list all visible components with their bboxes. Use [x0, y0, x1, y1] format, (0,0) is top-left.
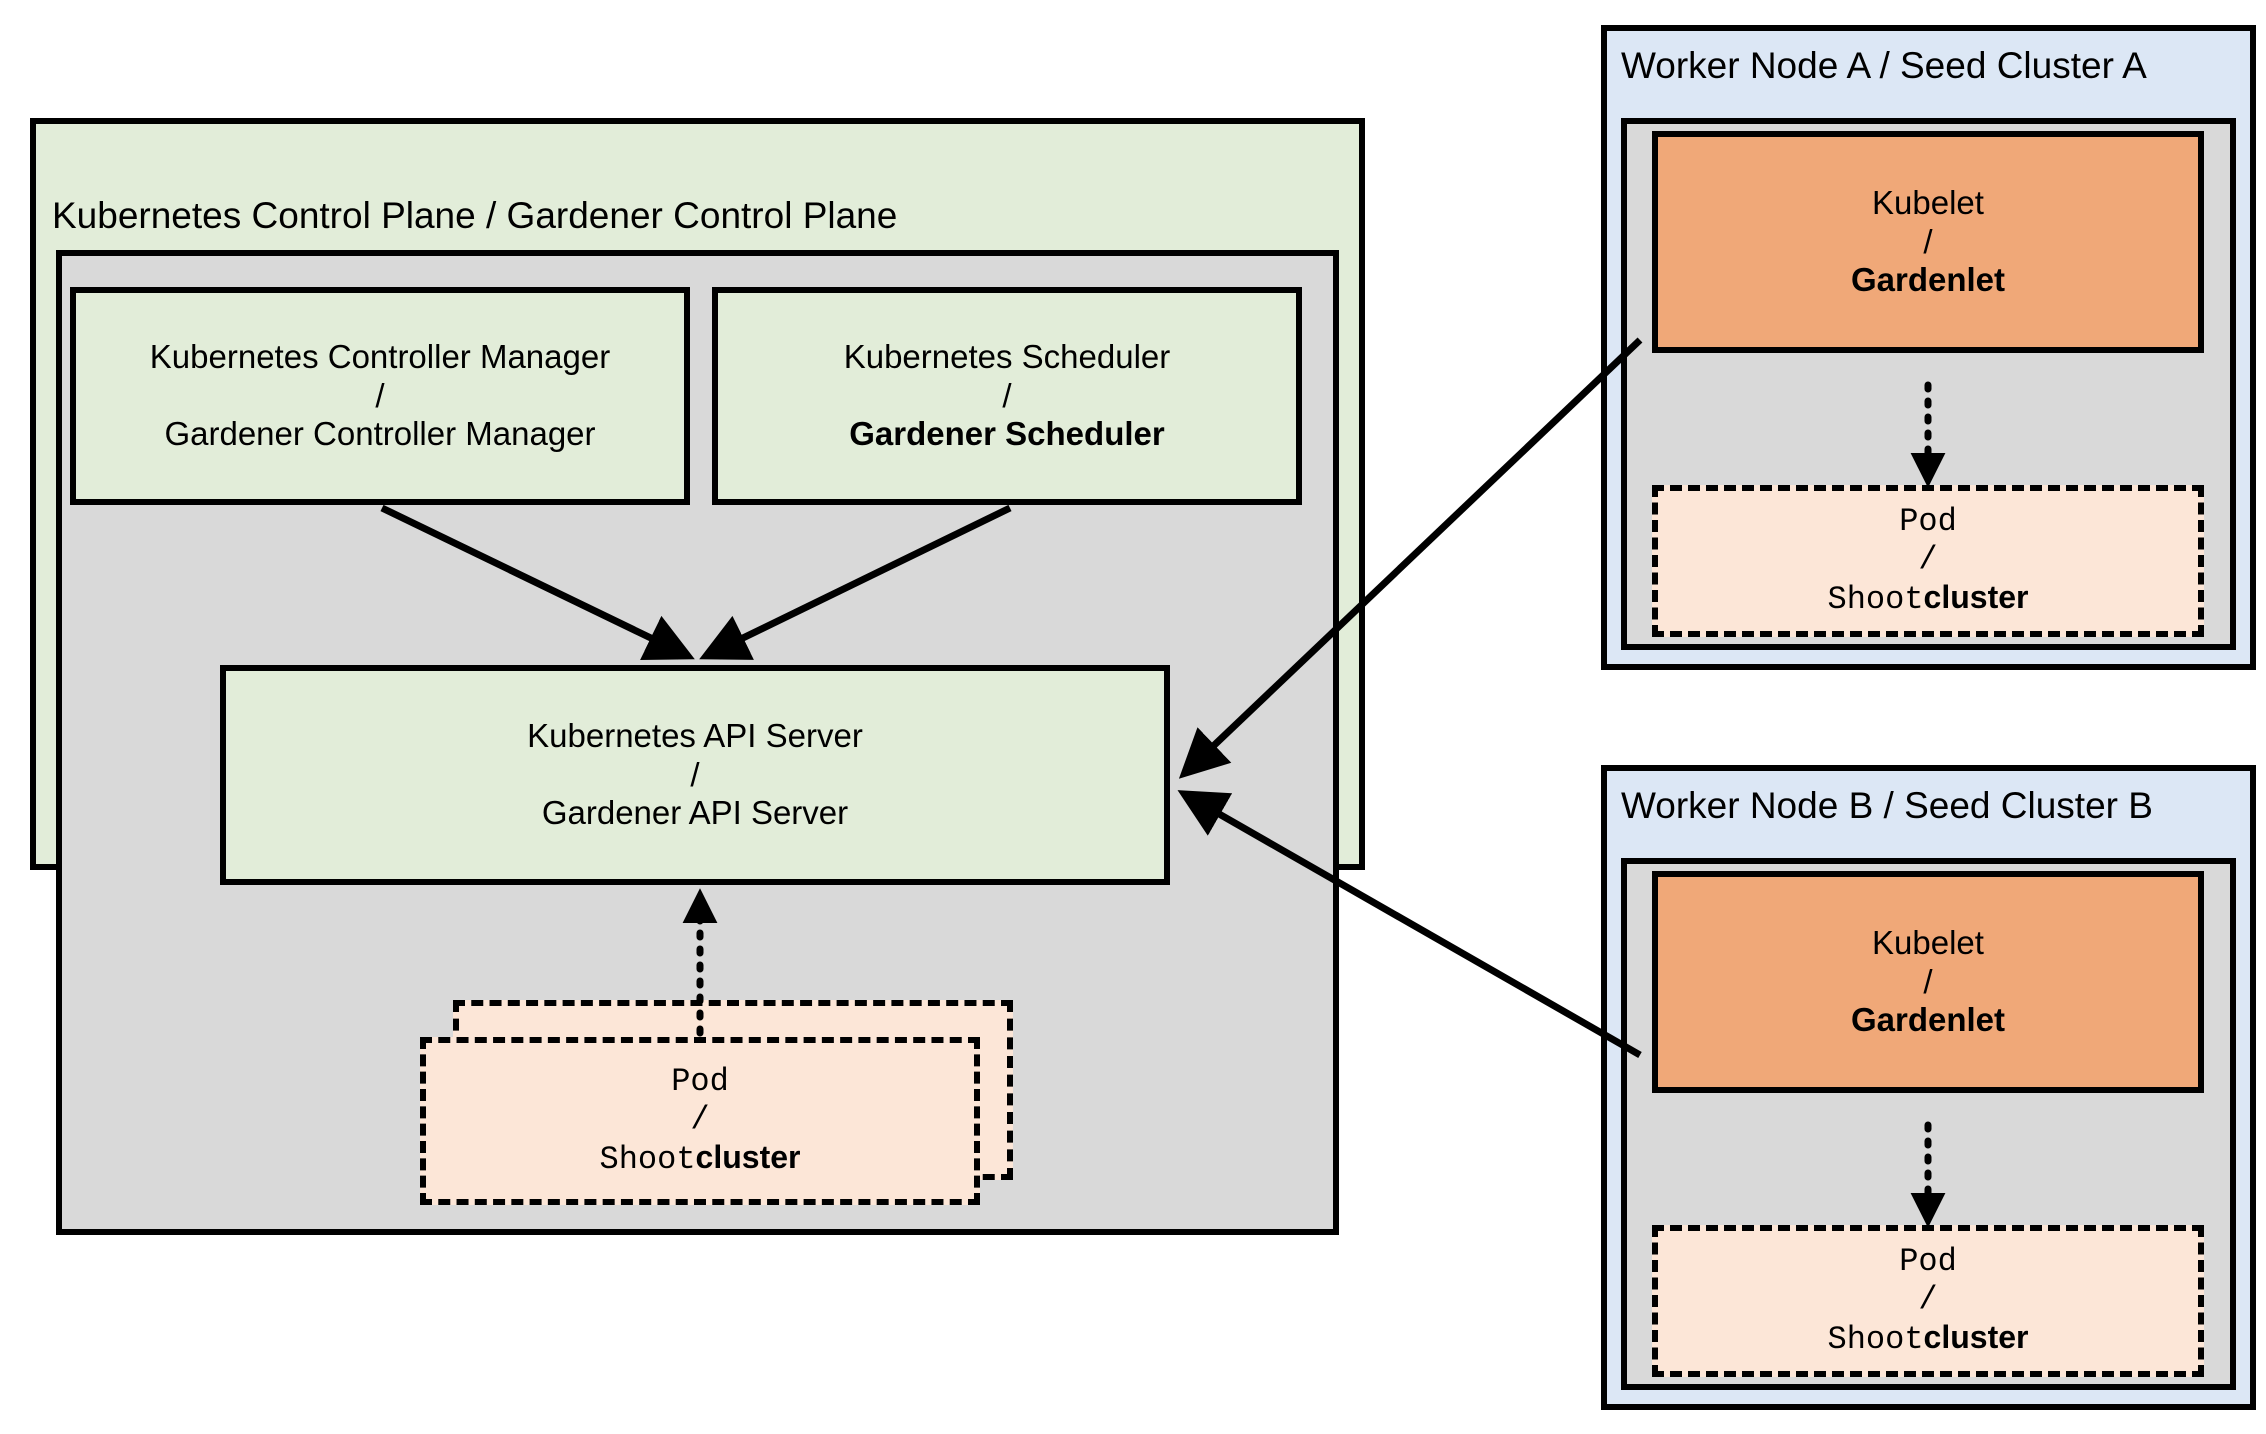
- worker-node-a-agent-separator: /: [1923, 222, 1933, 260]
- worker-node-b-title: Worker Node B / Seed Cluster B: [1621, 785, 2153, 826]
- control-plane-pod-line-2: Shootcluster: [600, 1139, 801, 1179]
- worker-node-a-pod-shoot-word: Shoot: [1827, 580, 1924, 618]
- control-plane-pod-shoot-word: Shoot: [599, 1140, 696, 1178]
- controller-manager-line-1: Kubernetes Controller Manager: [149, 337, 611, 375]
- worker-node-b-pod-separator: /: [1918, 1281, 1938, 1319]
- worker-node-b-pod-box[interactable]: Pod / Shootcluster: [1652, 1225, 2204, 1377]
- worker-node-a-kubelet-box[interactable]: Kubelet / Gardenlet: [1652, 131, 2204, 353]
- worker-node-b-pod-line-2: Shootcluster: [1828, 1319, 2029, 1359]
- kubernetes-scheduler-box[interactable]: Kubernetes Scheduler / Gardener Schedule…: [712, 287, 1302, 505]
- scheduler-separator: /: [1002, 376, 1012, 414]
- kubernetes-api-server-box[interactable]: Kubernetes API Server / Gardener API Ser…: [220, 665, 1170, 885]
- api-server-separator: /: [690, 755, 700, 793]
- worker-node-b-pod-line-1: Pod: [1899, 1243, 1957, 1281]
- worker-node-b-agent-line-1: Kubelet: [1872, 923, 1984, 961]
- control-plane-pod-cluster-word: cluster: [695, 1138, 801, 1175]
- api-server-line-1: Kubernetes API Server: [527, 716, 863, 754]
- controller-manager-line-2: Gardener Controller Manager: [164, 415, 596, 453]
- api-server-line-2: Gardener API Server: [541, 794, 849, 832]
- worker-node-a-pod-separator: /: [1918, 541, 1938, 579]
- worker-node-a-pod-line-2: Shootcluster: [1828, 579, 2029, 619]
- worker-node-a-agent-line-2: Gardenlet: [1850, 261, 2006, 299]
- controller-manager-separator: /: [375, 376, 385, 414]
- control-plane-title: Kubernetes Control Plane / Gardener Cont…: [52, 195, 898, 236]
- worker-node-a-pod-line-1: Pod: [1899, 503, 1957, 541]
- worker-node-b-agent-separator: /: [1923, 962, 1933, 1000]
- control-plane-pod-box[interactable]: Pod / Shootcluster: [420, 1037, 980, 1205]
- worker-node-b-agent-line-2: Gardenlet: [1850, 1001, 2006, 1039]
- control-plane-pod-separator: /: [690, 1101, 710, 1139]
- worker-node-a-pod-box[interactable]: Pod / Shootcluster: [1652, 485, 2204, 637]
- kubernetes-controller-manager-box[interactable]: Kubernetes Controller Manager / Gardener…: [70, 287, 690, 505]
- worker-node-b-kubelet-box[interactable]: Kubelet / Gardenlet: [1652, 871, 2204, 1093]
- scheduler-line-1: Kubernetes Scheduler: [843, 337, 1171, 375]
- control-plane-pod-line-1: Pod: [671, 1063, 729, 1101]
- worker-node-a-pod-cluster-word: cluster: [1923, 578, 2029, 615]
- scheduler-line-2: Gardener Scheduler: [849, 415, 1165, 453]
- worker-node-b-pod-cluster-word: cluster: [1923, 1318, 2029, 1355]
- worker-node-a-title: Worker Node A / Seed Cluster A: [1621, 45, 2147, 86]
- worker-node-b-pod-shoot-word: Shoot: [1827, 1320, 1924, 1358]
- worker-node-a-agent-line-1: Kubelet: [1872, 183, 1984, 221]
